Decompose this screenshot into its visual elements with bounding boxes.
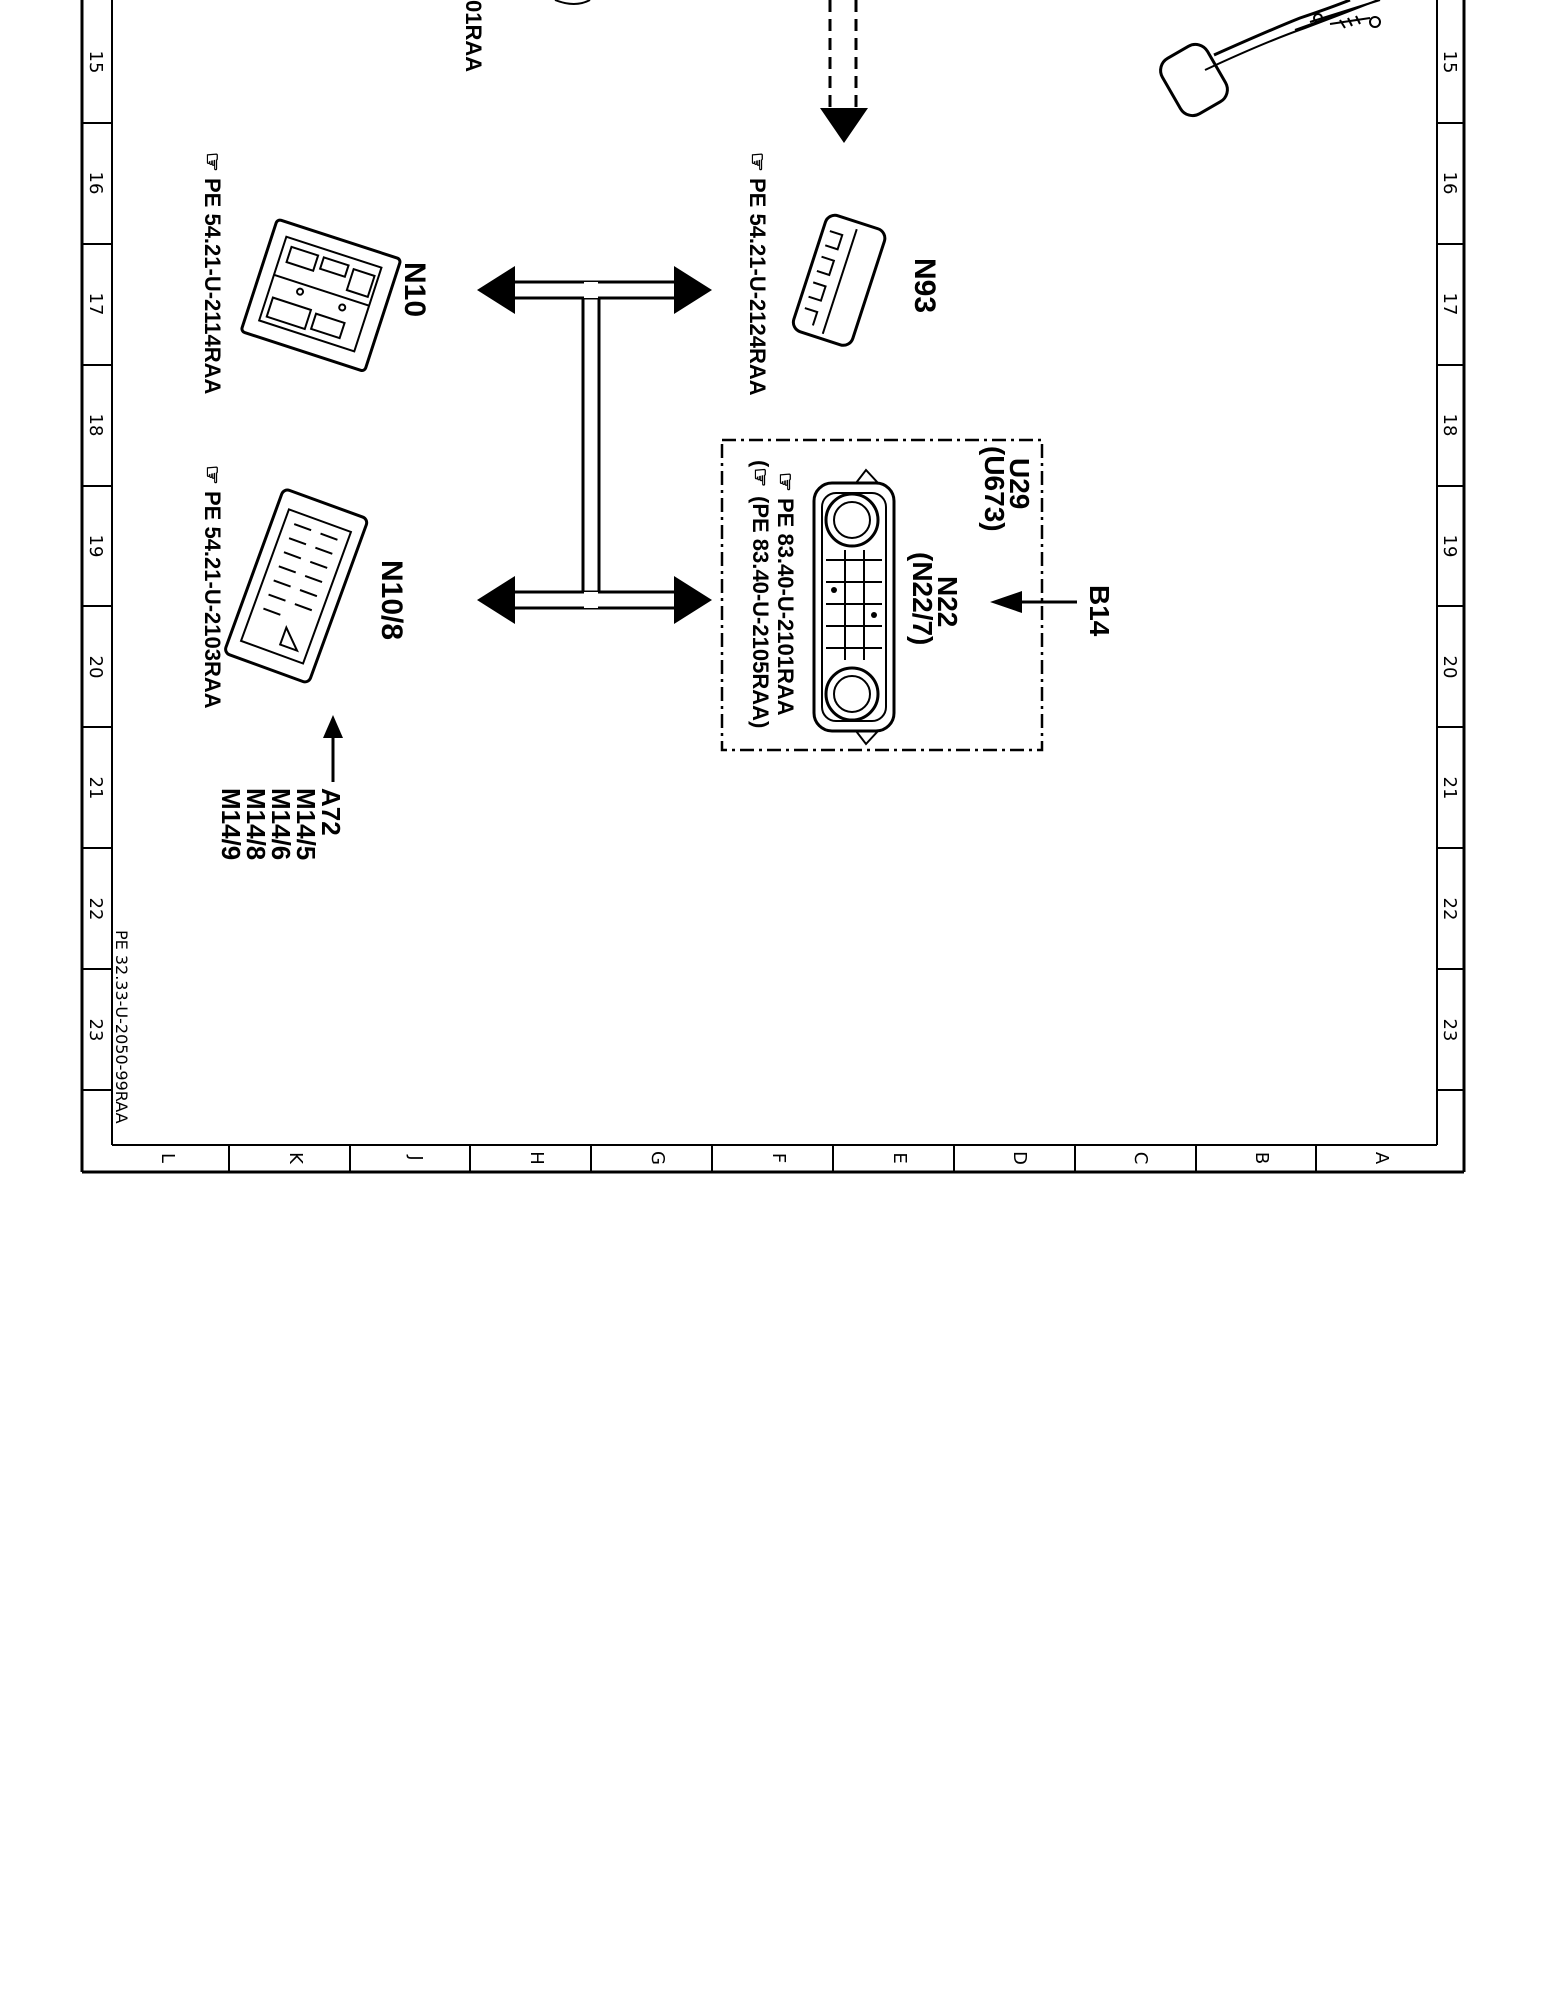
column-label: H: [526, 1151, 547, 1165]
n10-module: N10 ☞ PE 54.21-U-2114RAA: [200, 152, 431, 395]
pointer-icon: ☞: [745, 152, 770, 172]
data-bus-connections: [477, 266, 712, 624]
column-label: G: [647, 1151, 668, 1165]
row-label: 15: [1439, 51, 1460, 74]
n10-8-reference: PE 54.21-U-2103RAA: [200, 491, 225, 709]
dashed-incoming-arrow: [820, 0, 868, 143]
row-labels-right: 15 16 17 18 19 20 21 22 23: [1439, 51, 1460, 1042]
row-label: 16: [85, 172, 106, 195]
n93-module: N93 ☞ PE 54.21-U-2124RAA: [745, 152, 941, 396]
n22-climate-panel: [812, 468, 896, 746]
row-label: 18: [85, 414, 106, 437]
n22-reference-alt-open: (☞: [748, 460, 773, 487]
pointer-icon: ☞: [200, 465, 225, 485]
column-label: E: [889, 1152, 910, 1163]
n22-reference-alt: (PE 83.40-U-2105RAA): [748, 496, 773, 728]
pointer-icon: ☞: [773, 472, 798, 492]
row-label: 16: [1439, 172, 1460, 195]
row-label: 23: [1439, 1019, 1460, 1042]
u29-group: U29 (U673) N22 (N22/7) ☞ PE 83.40-U-2101…: [720, 438, 1044, 752]
n10-8-input-5: M14/9: [216, 788, 246, 860]
row-label: 19: [1439, 535, 1460, 558]
drawing-number: PE 32.33-U-2050-99RAA: [112, 930, 131, 1124]
n10-reference: PE 54.21-U-2114RAA: [200, 178, 225, 395]
n10-8-module: N10/8 ☞ PE 54.21-U-2103RAA A72 M14/5 M14…: [200, 465, 408, 860]
row-label: 22: [85, 898, 106, 921]
n10-8-input-2: M14/5: [291, 788, 321, 860]
row-label: 20: [1439, 656, 1460, 679]
b14-input: B14: [990, 585, 1115, 637]
n22-label: N22: [932, 576, 963, 627]
row-labels-left: 15 16 17 18 19 20 21 22 23: [85, 51, 106, 1042]
drawing-frame: [80, 0, 1466, 1174]
row-label: 18: [1439, 414, 1460, 437]
row-label: 19: [85, 535, 106, 558]
brake-pedal-illustration: [1159, 0, 1381, 118]
row-label: 20: [85, 656, 106, 679]
arrow-to-n93: [674, 266, 712, 314]
arrow-to-n10-8: [477, 576, 515, 624]
partial-component-outline: [554, 0, 591, 5]
column-label: A: [1371, 1152, 1392, 1165]
n10-8-label: N10/8: [375, 560, 408, 640]
column-label: J: [405, 1154, 426, 1160]
row-label: 22: [1439, 898, 1460, 921]
column-label: C: [1130, 1152, 1151, 1165]
u673-label: (U673): [979, 446, 1010, 532]
column-label: L: [157, 1153, 178, 1163]
column-label: K: [285, 1152, 306, 1165]
row-label: 21: [1439, 777, 1460, 800]
n22-reference: PE 83.40-U-2101RAA: [773, 498, 798, 716]
column-label: D: [1009, 1151, 1030, 1165]
row-label: 17: [1439, 293, 1460, 316]
n93-reference: PE 54.21-U-2124RAA: [745, 178, 770, 396]
column-label: B: [1251, 1152, 1272, 1164]
row-label: 21: [85, 777, 106, 800]
n10-8-input-4: M14/8: [241, 788, 271, 860]
n10-label: N10: [398, 262, 431, 317]
u29-label: U29: [1004, 458, 1035, 509]
n10-8-input-1: A72: [316, 788, 346, 836]
b14-label: B14: [1084, 585, 1115, 637]
column-label: F: [768, 1153, 789, 1163]
row-label: 23: [85, 1019, 106, 1042]
grid-ticks: [82, 122, 1464, 1172]
arrow-to-n10: [477, 266, 515, 314]
row-label: 17: [85, 293, 106, 316]
n93-label: N93: [908, 258, 941, 313]
n22-7-label: (N22/7): [907, 552, 938, 645]
arrow-to-n22: [674, 576, 712, 624]
n10-8-input-3: M14/6: [266, 788, 296, 860]
partial-reference: 01RAA: [461, 0, 486, 72]
pointer-icon: ☞: [200, 152, 225, 172]
row-label: 15: [85, 51, 106, 74]
column-labels: L K J H G F E D C B A: [157, 1151, 1392, 1165]
